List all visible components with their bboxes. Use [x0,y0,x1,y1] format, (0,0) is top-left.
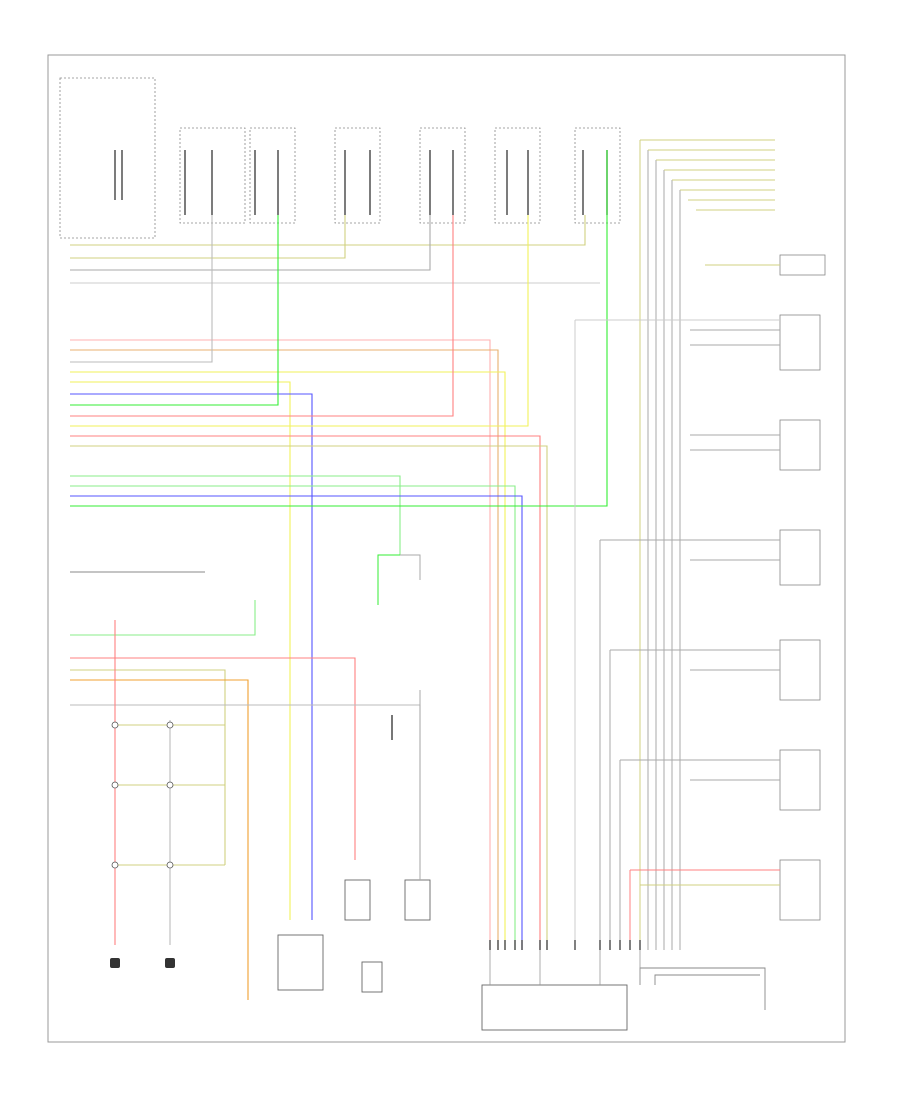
middle-wire-bus [70,150,608,950]
upper-wire-bus [70,215,600,950]
right-sensor-wires [574,264,780,950]
top-connector-pins [114,150,608,215]
center-lower-wires [377,554,421,880]
main-unit-pins [489,940,641,950]
lower-left-section [70,571,421,1000]
diagram-border [47,54,846,1043]
right-sensor-boxes [779,254,826,921]
bottom-left-bulbs [110,958,175,968]
main-unit-drops [489,950,641,985]
top-components [59,77,621,239]
right-vertical-bundle [639,139,775,950]
lower-left-nodes [111,721,174,869]
